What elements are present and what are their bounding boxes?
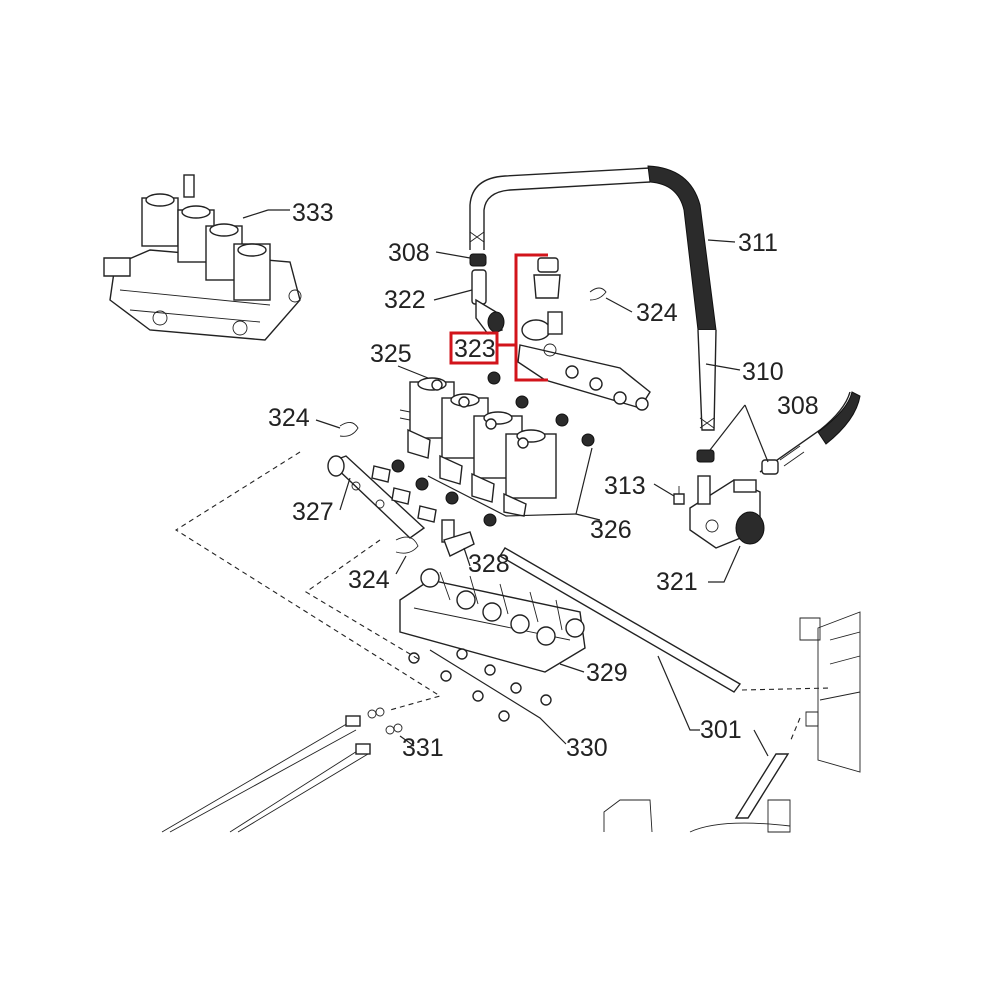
screws-330[interactable]	[408, 648, 552, 722]
leader-308b2	[744, 404, 769, 463]
callout-308a: 308	[388, 239, 430, 267]
leader-301a	[657, 655, 700, 731]
leader-331	[399, 735, 415, 747]
callout-325: 325	[370, 340, 412, 368]
callout-326: 326	[590, 516, 632, 544]
rod-301[interactable]	[499, 547, 790, 819]
leader-330	[429, 649, 567, 745]
callout-324c: 324	[348, 566, 390, 594]
connector-321[interactable]	[689, 475, 765, 549]
callout-310: 310	[742, 358, 784, 386]
manifold-327[interactable]	[327, 455, 437, 539]
leader-328	[463, 547, 471, 567]
solenoid-block-325[interactable]	[399, 377, 557, 517]
fitting-308-b[interactable]	[696, 449, 715, 463]
fitting-308-a[interactable]	[469, 253, 487, 267]
clip-324-a[interactable]	[589, 287, 607, 301]
hose-right[interactable]	[759, 391, 861, 473]
leader-321	[708, 545, 741, 583]
callout-333: 333	[292, 199, 334, 227]
leader-324c	[395, 555, 407, 575]
callout-322: 322	[384, 286, 426, 314]
callout-331: 331	[402, 734, 444, 762]
manifold-323[interactable]	[517, 257, 651, 411]
dashed-guide-1	[174, 451, 442, 711]
callout-311: 311	[738, 229, 778, 257]
screw-313[interactable]	[673, 486, 685, 505]
leader-313	[653, 483, 675, 497]
base-plate-329[interactable]	[399, 568, 586, 673]
leader-324a	[605, 297, 633, 313]
callout-321: 321	[656, 568, 698, 596]
hose-311-310[interactable]	[469, 165, 717, 431]
fitting-308-c[interactable]	[761, 459, 779, 475]
elbow-fitting-322[interactable]	[471, 269, 505, 335]
dashed-301	[741, 687, 831, 743]
leader-326b	[427, 475, 577, 517]
callout-324b: 324	[268, 404, 310, 432]
leader-324b	[315, 419, 341, 429]
leader-333	[242, 209, 269, 219]
leader-322	[433, 289, 473, 301]
leader-326a	[575, 447, 601, 521]
pipes-331[interactable]	[161, 707, 403, 833]
leader-311	[707, 239, 736, 243]
machine-fragment-bottom	[603, 799, 791, 833]
dashed-guide-2	[304, 539, 421, 661]
manifold-323-highlight-bracket	[449, 253, 548, 382]
leader-308b1	[709, 404, 746, 451]
machine-fragment-right	[799, 611, 861, 773]
callout-301: 301	[700, 716, 742, 744]
valve-assembly-333[interactable]	[103, 174, 302, 341]
leader-301b	[753, 729, 769, 757]
callout-323: 323	[454, 335, 496, 363]
callout-329: 329	[586, 659, 628, 687]
o-rings-326[interactable]	[391, 371, 595, 527]
elbow-328[interactable]	[441, 519, 475, 557]
callout-324a: 324	[636, 299, 678, 327]
callout-330: 330	[566, 734, 608, 762]
clip-324-c[interactable]	[395, 536, 419, 554]
callout-308b: 308	[777, 392, 819, 420]
leader-327	[339, 477, 351, 511]
leader-329	[559, 663, 585, 673]
leader-308a	[435, 251, 471, 259]
leader-325	[397, 365, 429, 379]
callout-328: 328	[468, 550, 510, 578]
callout-327: 327	[292, 498, 334, 526]
callout-313: 313	[604, 472, 646, 500]
clip-324-b[interactable]	[339, 422, 359, 437]
leader-310	[705, 363, 741, 371]
